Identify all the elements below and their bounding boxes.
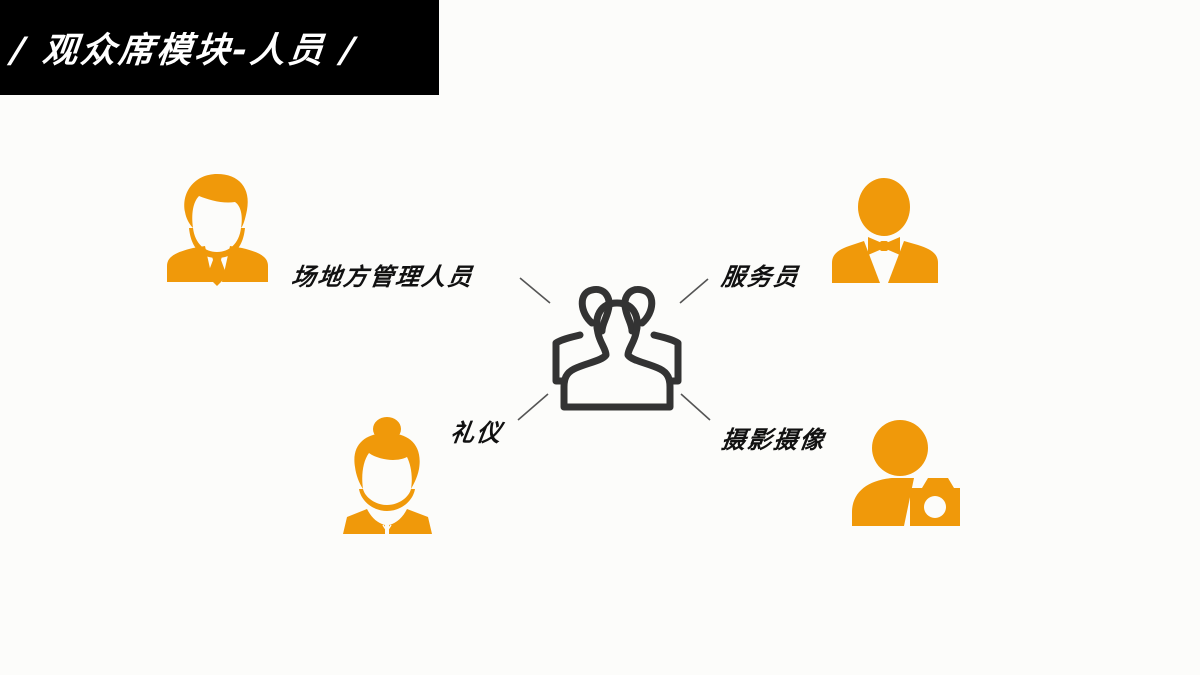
connector-line-bottom-right <box>680 393 711 421</box>
connector-line-top-right <box>679 278 709 304</box>
hostess-woman-icon <box>343 417 432 534</box>
role-label-waiter: 服务员 <box>719 263 802 291</box>
group-users-icon <box>552 285 682 411</box>
role-label-venue-manager: 场地方管理人员 <box>289 263 476 291</box>
connector-line-top-left <box>519 277 551 304</box>
waiter-bowtie-icon <box>832 178 938 283</box>
connector-line-bottom-left <box>517 393 549 421</box>
businessman-tie-icon <box>167 174 268 286</box>
role-label-etiquette: 礼仪 <box>448 419 505 447</box>
photographer-camera-icon <box>852 420 960 526</box>
role-label-photography: 摄影摄像 <box>719 426 828 454</box>
title-banner: / 观众席模块-人员 / <box>0 0 439 95</box>
